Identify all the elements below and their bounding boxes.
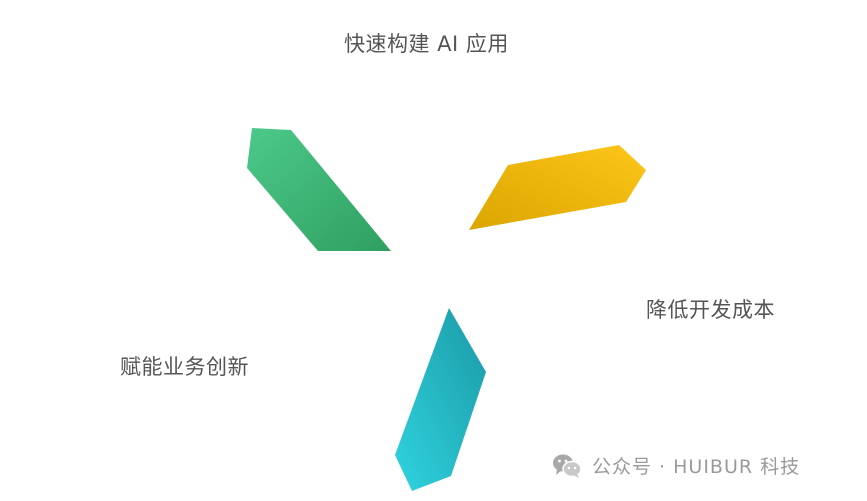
label-empower-innovation: 赋能业务创新 xyxy=(120,355,249,379)
yellow-blade xyxy=(469,145,646,230)
label-reduce-cost: 降低开发成本 xyxy=(646,298,775,322)
watermark: 公众号 · HUIBUR 科技 xyxy=(552,452,800,479)
watermark-text: 公众号 · HUIBUR 科技 xyxy=(592,456,801,478)
cyan-blade xyxy=(395,308,486,491)
label-fast-build-ai: 快速构建 AI 应用 xyxy=(344,32,509,56)
green-blade xyxy=(247,128,391,251)
wechat-icon xyxy=(553,454,582,478)
